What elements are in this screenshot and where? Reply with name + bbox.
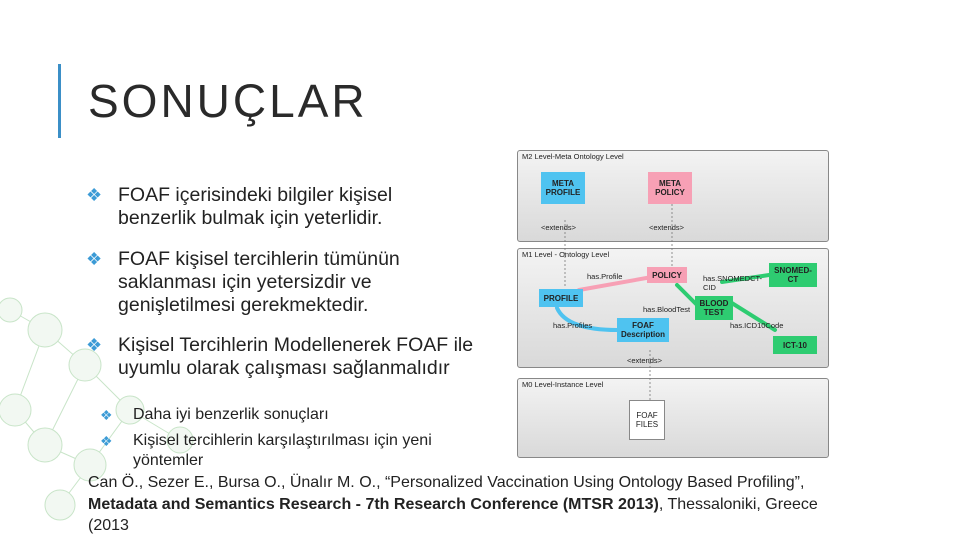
bullet-3: ❖ Kişisel Tercihlerin Modellenerek FOAF … [86, 334, 474, 379]
diamond-bullet-icon: ❖ [86, 249, 103, 269]
page-title: SONUÇLAR [88, 75, 368, 127]
ontology-diagram: M2 Level-Meta Ontology Level M1 Level - … [517, 150, 829, 458]
policy-node: POLICY [647, 267, 687, 283]
sub-bullet-1: ❖ Daha iyi benzerlik sonuçları [100, 406, 329, 423]
snomed-node: SNOMED-CT [769, 263, 817, 287]
foaf-files-node: FOAF FILES [629, 400, 665, 440]
bullet-2: ❖ FOAF kişisel tercihlerin tümünün sakla… [86, 248, 400, 316]
title-accent-bar [58, 64, 61, 138]
meta-policy-node: META POLICY [648, 172, 692, 204]
diagram-connectors [555, 200, 777, 400]
blood-test-node: BLOOD TEST [695, 296, 733, 320]
diamond-bullet-icon: ❖ [86, 335, 103, 355]
icd-node: ICT-10 [773, 336, 817, 354]
meta-profile-node: META PROFILE [541, 172, 585, 204]
bullet-1: ❖ FOAF içerisindeki bilgiler kişisel ben… [86, 184, 393, 229]
diamond-bullet-icon: ❖ [100, 433, 113, 449]
diamond-bullet-icon: ❖ [86, 185, 103, 205]
foaf-description-node: FOAF Description [617, 318, 669, 342]
diamond-bullet-icon: ❖ [100, 407, 113, 423]
citation: Can Ö., Sezer E., Bursa O., Ünalır M. O.… [88, 474, 818, 534]
sub-bullet-2: ❖ Kişisel tercihlerin karşılaştırılması … [100, 432, 432, 469]
profile-node: PROFILE [539, 289, 583, 307]
background-network-graphic [0, 297, 194, 521]
m0-level-panel: M0 Level-Instance Level [517, 378, 829, 458]
